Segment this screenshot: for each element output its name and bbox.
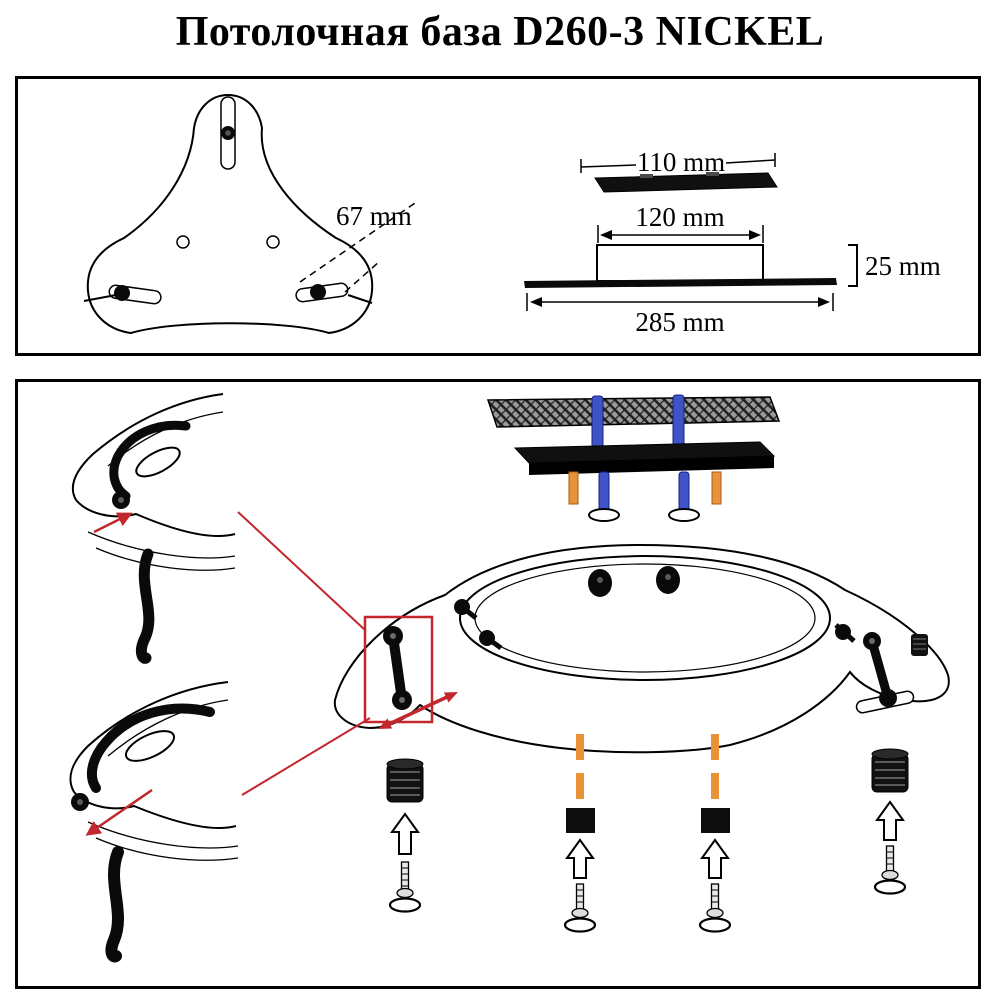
hanging-cable	[135, 548, 155, 664]
dim-120-label: 120 mm	[635, 202, 724, 232]
dim-120	[597, 225, 764, 243]
cable-slot	[135, 446, 181, 478]
side-screw-1	[454, 599, 470, 615]
knurled-nut	[386, 763, 424, 803]
bar-fasteners	[568, 471, 722, 522]
slot-left	[108, 284, 162, 305]
page-title: Потолочная база D260-3 NICKEL	[175, 9, 825, 55]
dim-110	[580, 153, 776, 173]
base-profile	[524, 278, 837, 288]
cable	[109, 420, 191, 501]
canopy-rim-inner	[474, 563, 816, 673]
top-screw-highlight	[225, 130, 231, 136]
ceiling-bolts	[591, 394, 685, 449]
ring-washer	[698, 917, 732, 933]
screw-head	[881, 869, 899, 881]
screw-head	[706, 907, 724, 919]
dim-25-bracket	[848, 244, 858, 287]
fastener-column-2	[563, 734, 597, 933]
direction-arrow	[700, 838, 730, 879]
blue-bolt-left	[598, 471, 610, 511]
detail-view-top	[71, 393, 236, 664]
screw-shaft	[575, 883, 585, 911]
washer-left	[588, 508, 620, 522]
fastener-column-1	[386, 758, 424, 913]
hole-right	[266, 235, 280, 249]
dim-285-arrow-right	[818, 297, 830, 307]
ring-washer	[873, 879, 907, 895]
screw-left	[114, 285, 130, 301]
dim-120-arrow-left	[600, 230, 612, 240]
dimensions-panel: 67 mm 110 mm 120 mm	[15, 76, 981, 356]
cup-profile	[596, 244, 764, 282]
plate-outline	[86, 93, 374, 335]
plate-side-view: 110 mm 120 mm 25 mm	[524, 147, 941, 337]
standoff-right	[834, 623, 928, 707]
motion-arrow-head-1	[443, 692, 458, 703]
cable	[86, 703, 215, 793]
ceiling-bolt-left	[591, 395, 604, 449]
cable-slot	[124, 730, 176, 762]
ring-washer	[388, 897, 422, 913]
mounting-bar	[513, 441, 776, 475]
detail-plate-edge	[69, 681, 229, 793]
assembly-panel	[15, 379, 981, 989]
blue-bolt-right	[678, 471, 690, 511]
detail-arrow-bottom	[85, 788, 153, 836]
bar-screw-head-1	[640, 174, 653, 178]
dim-25-label: 25 mm	[865, 251, 941, 281]
standoff-left	[383, 626, 412, 710]
direction-arrow	[565, 838, 595, 879]
dim-67-label: 67 mm	[336, 201, 412, 231]
dim-285-arrow-left	[530, 297, 542, 307]
knurled-nut	[871, 753, 909, 793]
direction-arrow	[390, 812, 420, 855]
screw-shaft	[885, 845, 895, 873]
zoom-annotations	[237, 511, 458, 796]
detail-plate-edge	[71, 393, 224, 501]
bar-screw-head-2	[706, 172, 719, 176]
screw-head	[396, 887, 414, 899]
mounting-bar-side	[594, 172, 778, 193]
zoom-highlight-rect	[363, 615, 434, 724]
screw-head	[571, 907, 589, 919]
motion-arrow-head-2	[378, 718, 393, 729]
orange-stud-left	[568, 471, 579, 505]
dim-285-label: 285 mm	[635, 307, 724, 337]
direction-arrow	[875, 800, 905, 841]
assembly-diagram	[69, 393, 950, 963]
zoom-leader-bottom	[241, 717, 371, 796]
dimensions-drawing: 67 mm 110 mm 120 mm	[83, 93, 941, 337]
square-nut	[566, 808, 595, 833]
screw-right	[310, 284, 326, 300]
square-nut	[701, 808, 730, 833]
fastener-column-4	[871, 748, 909, 895]
hole-left	[176, 235, 190, 249]
motion-arrow	[388, 695, 448, 726]
canopy-plate	[333, 543, 950, 754]
knurled-nut-small	[911, 634, 928, 656]
detail-view-bottom	[69, 681, 239, 963]
detail-arrow-top	[93, 512, 133, 534]
ceiling-strip	[486, 396, 781, 428]
ceiling-bolt-right	[672, 394, 685, 448]
ring-washer	[563, 917, 597, 933]
dim-285	[526, 293, 834, 311]
dim-120-arrow-right	[749, 230, 761, 240]
screw-right-pin	[347, 294, 373, 304]
orange-stud-right	[711, 471, 722, 505]
dim-leader-2	[344, 260, 381, 293]
side-screw-2	[479, 630, 495, 646]
fastener-column-3	[698, 734, 732, 933]
washer-right	[668, 508, 700, 522]
plate-top-view	[83, 93, 419, 335]
canopy-hardware	[454, 566, 680, 651]
screw-left-pin	[83, 294, 117, 302]
hanging-cable	[105, 846, 124, 963]
zoom-leader-top	[237, 511, 366, 631]
screw-shaft	[710, 883, 720, 911]
